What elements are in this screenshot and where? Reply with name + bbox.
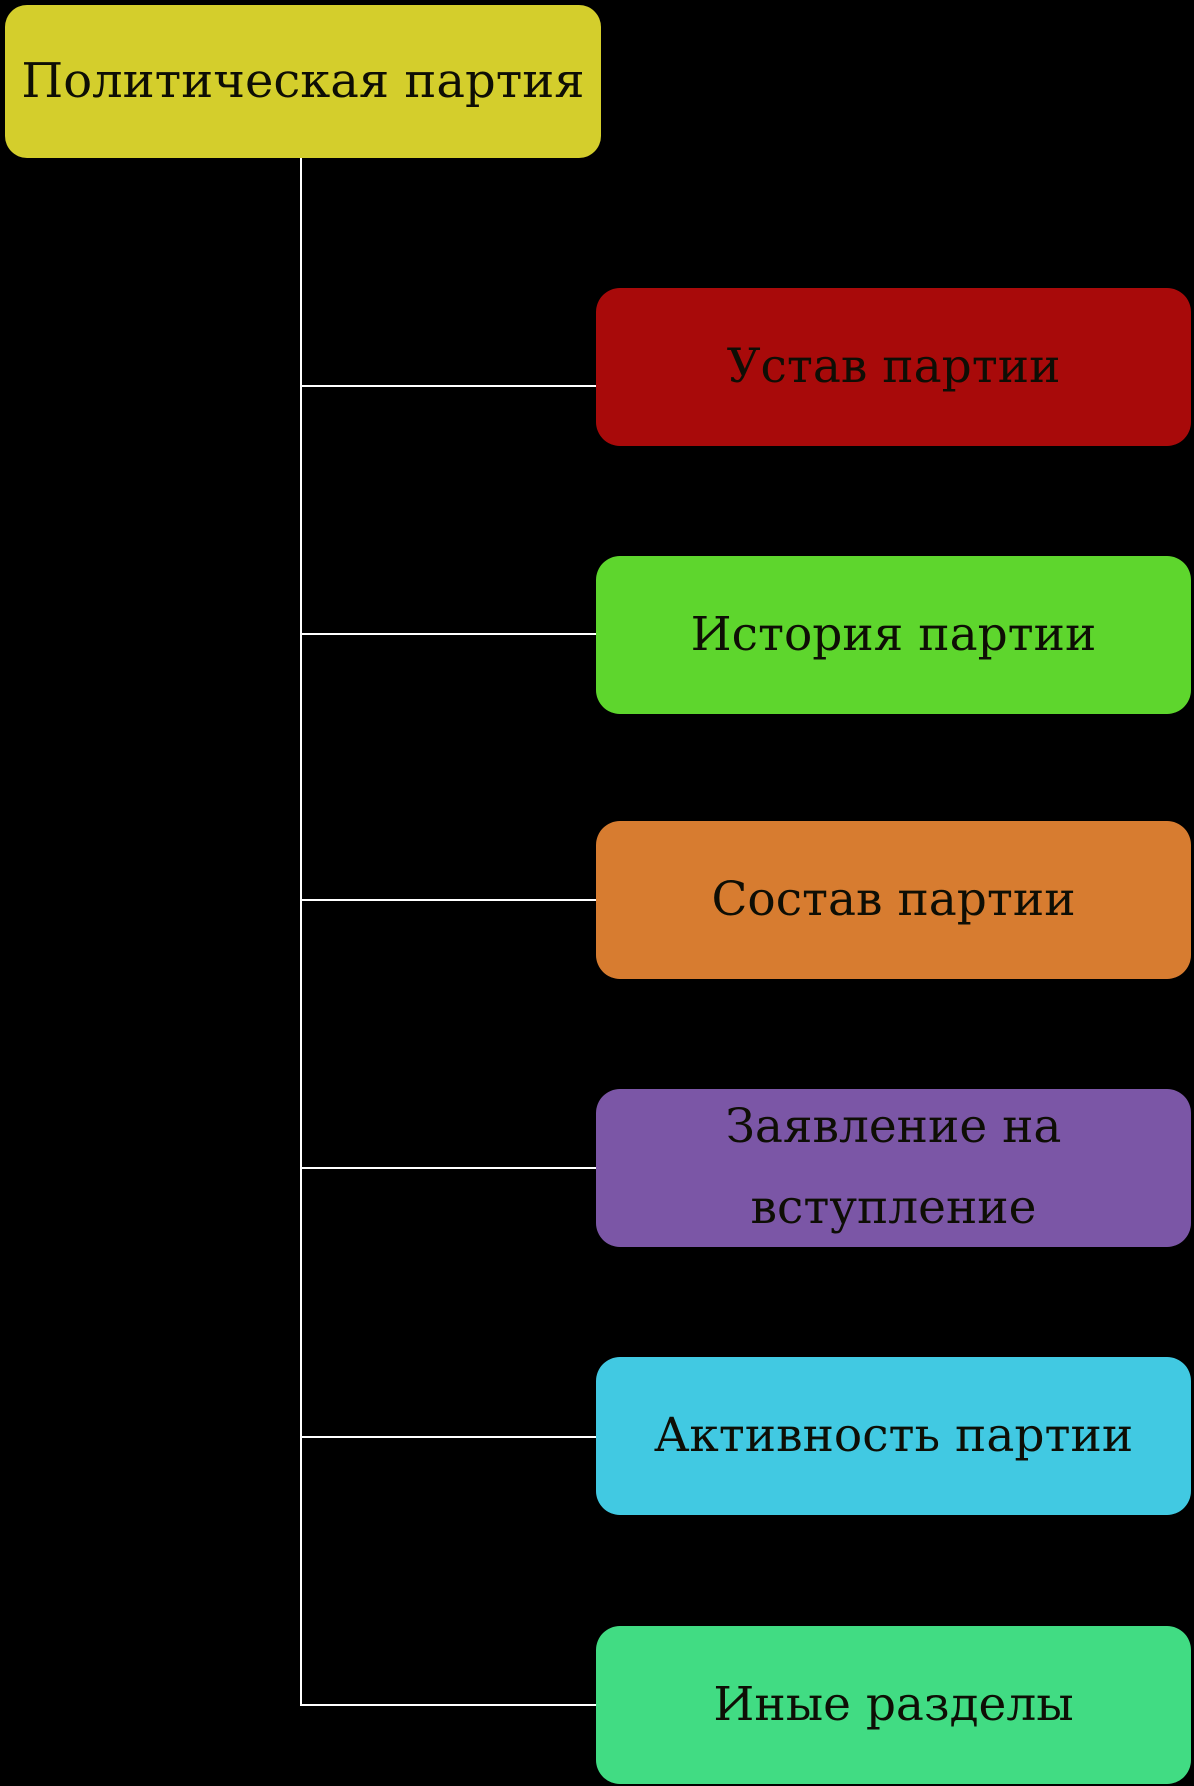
node-other-sections: Иные разделы [596, 1626, 1191, 1784]
node-party-history: История партии [596, 556, 1191, 714]
node-party-charter: Устав партии [596, 288, 1191, 446]
branch-line-other-sections [301, 1704, 597, 1706]
node-party-members: Состав партии [596, 821, 1191, 979]
branch-line-party-members [301, 899, 597, 901]
root-node-political-party: Политическая партия [5, 5, 601, 158]
tree-trunk-line [300, 158, 302, 1706]
node-join-application: Заявление на вступление [596, 1089, 1191, 1247]
branch-line-party-charter [301, 385, 597, 387]
branch-line-party-history [301, 633, 597, 635]
node-party-activity: Активность партии [596, 1357, 1191, 1515]
branch-line-party-activity [301, 1436, 597, 1438]
branch-line-join-application [301, 1167, 597, 1169]
